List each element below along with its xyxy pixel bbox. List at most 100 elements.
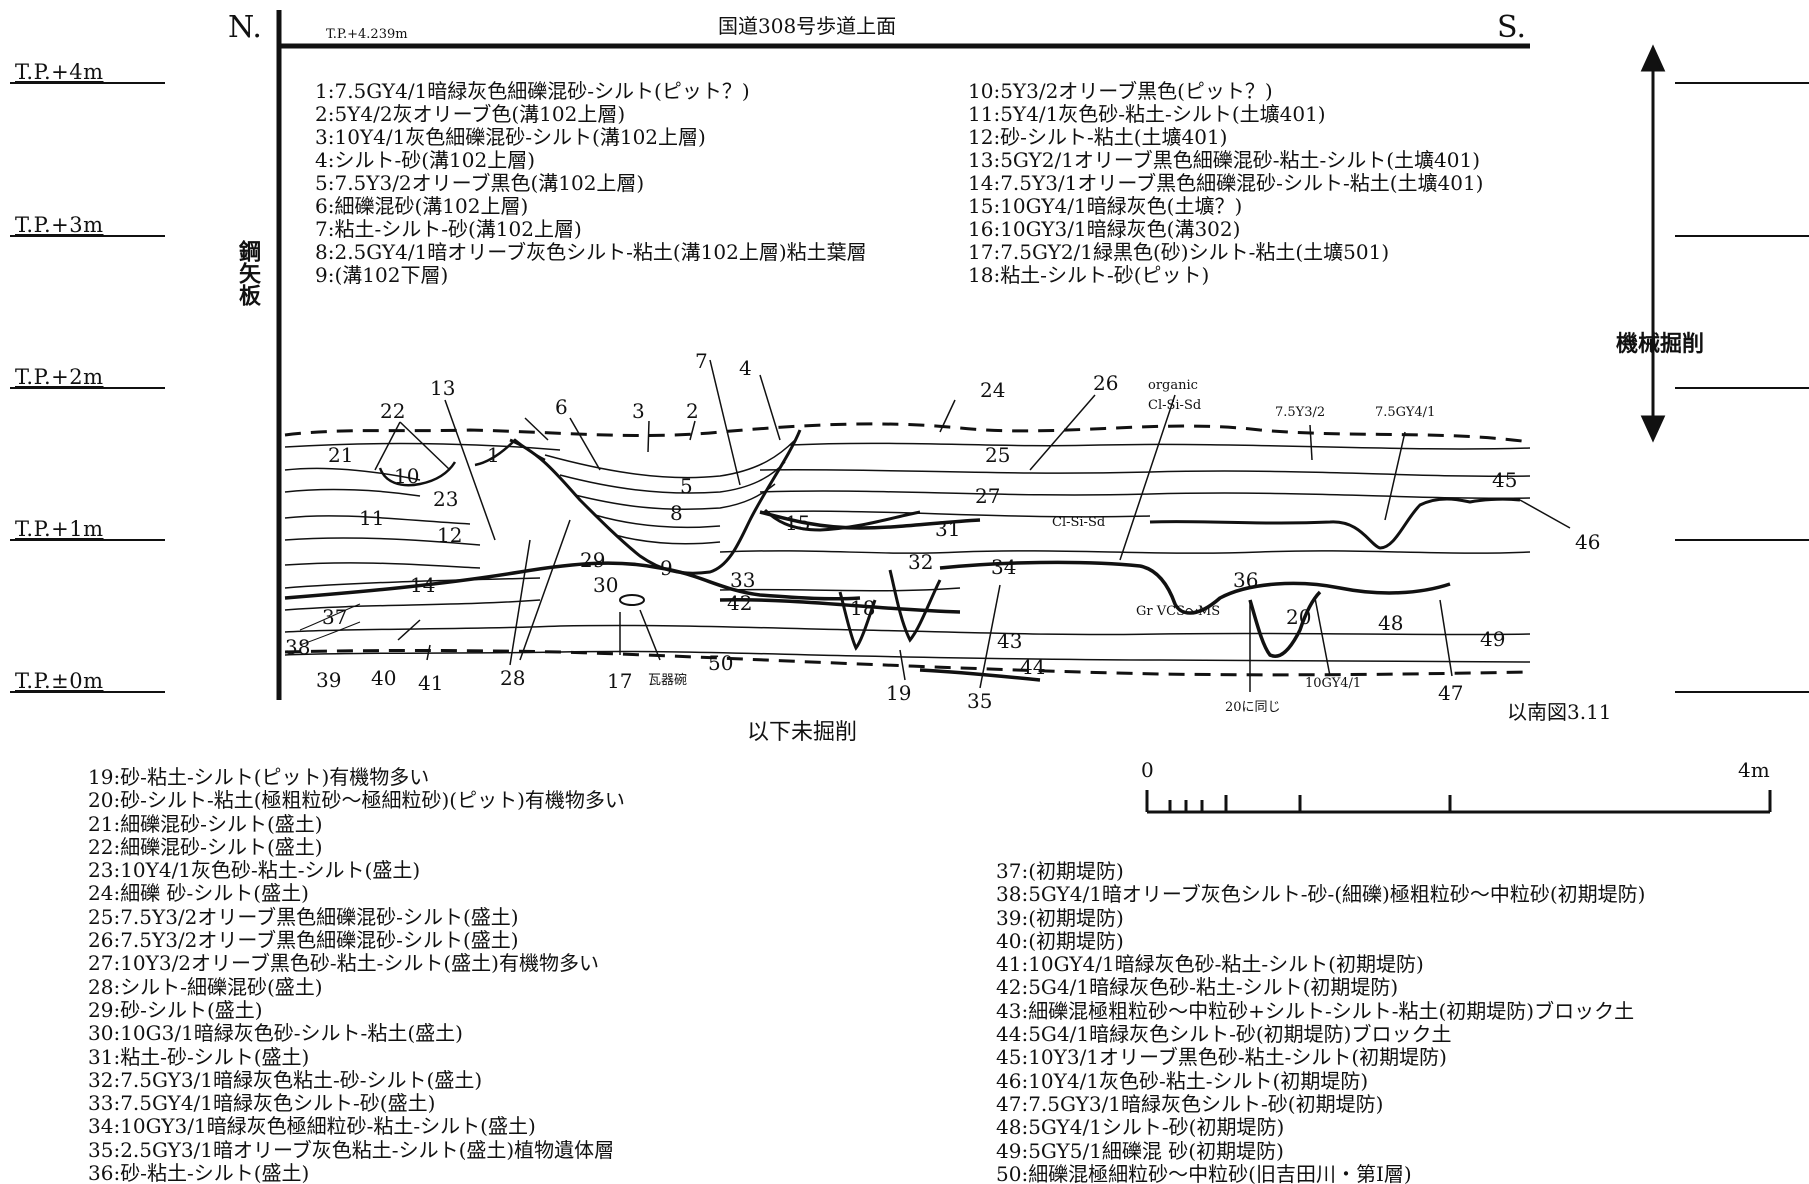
layer-number-8: 8	[670, 501, 683, 525]
layer-number-39: 39	[316, 668, 341, 692]
tp-label-3m: T.P.+3m	[15, 213, 104, 237]
legend-item-45: 45:10Y3/1オリーブ黒色砂-粘土-シルト(初期堤防)	[996, 1045, 1447, 1070]
layer-number-12: 12	[437, 523, 462, 547]
legend-item-18: 18:粘土-シルト-砂(ピット)	[968, 263, 1210, 287]
label-kawarake: 瓦器碗	[648, 673, 688, 688]
layer-number-31: 31	[935, 517, 960, 541]
layer-number-14: 14	[410, 573, 435, 597]
legend-item-12: 12:砂-シルト-粘土(土壙401)	[968, 125, 1228, 149]
legend-item-3: 3:10Y4/1灰色細礫混砂-シルト(溝102上層)	[315, 125, 706, 149]
layer-number-42: 42	[727, 591, 752, 615]
legend-item-8: 8:2.5GY4/1暗オリーブ灰色シルト-粘土(溝102上層)粘土葉層	[315, 240, 867, 264]
layer-number-24: 24	[980, 378, 1005, 402]
layer-number-40: 40	[371, 666, 396, 690]
legend-item-34: 34:10GY3/1暗緑灰色極細粒砂-粘土-シルト(盛土)	[88, 1114, 536, 1139]
tp-label-4m: T.P.+4m	[15, 60, 104, 84]
layer-number-2: 2	[686, 399, 699, 423]
legend-item-47: 47:7.5GY3/1暗緑灰色シルト-砂(初期堤防)	[996, 1091, 1384, 1116]
scale-start-label: 0	[1141, 758, 1154, 782]
layer-number-35: 35	[967, 689, 992, 713]
south-label: S.	[1497, 10, 1527, 45]
legend-item-2: 2:5Y4/2灰オリーブ色(溝102上層)	[315, 102, 626, 126]
legend-item-48: 48:5GY4/1シルト-砂(初期堤防)	[996, 1115, 1285, 1140]
north-label: N.	[228, 10, 262, 45]
layer-number-29: 29	[580, 548, 605, 572]
right-elevation-ticks	[1675, 82, 1809, 693]
layer-number-47: 47	[1438, 681, 1463, 705]
label-organic: organic	[1148, 378, 1198, 393]
layer-number-19: 19	[886, 681, 911, 705]
legend-item-14: 14:7.5Y3/1オリーブ黒色細礫混砂-シルト-粘土(土壙401)	[968, 171, 1484, 195]
legend-lower-right: 37:(初期堤防) 38:5GY4/1暗オリーブ灰色シルト-砂-(細礫)極粗粒砂…	[996, 859, 1645, 1184]
legend-item-31: 31:粘土-砂-シルト(盛土)	[88, 1044, 310, 1069]
legend-item-42: 42:5G4/1暗緑灰色砂-粘土-シルト(初期堤防)	[996, 975, 1399, 1000]
legend-item-29: 29:砂-シルト(盛土)	[88, 997, 263, 1022]
legend-item-32: 32:7.5GY3/1暗緑灰色粘土-砂-シルト(盛土)	[88, 1067, 483, 1092]
layer-number-21: 21	[328, 443, 353, 467]
sheet-pile-label: 鋼矢板	[235, 240, 261, 306]
legend-item-24: 24:細礫 砂-シルト(盛土)	[88, 881, 309, 906]
layer-number-labels: 1234567891011121314151718192021222324252…	[285, 349, 1600, 713]
tp-label-0m: T.P.±0m	[15, 669, 104, 693]
legend-item-19: 19:砂-粘土-シルト(ピット)有機物多い	[88, 765, 430, 789]
legend-item-44: 44:5G4/1暗緑灰色シルト-砂(初期堤防)ブロック土	[996, 1022, 1452, 1047]
section-layers	[284, 359, 1571, 692]
layer-number-15: 15	[785, 511, 810, 535]
legend-item-28: 28:シルト-細礫混砂(盛土)	[88, 974, 323, 999]
legend-item-16: 16:10GY3/1暗緑灰色(溝302)	[968, 217, 1241, 241]
machine-excavation-arrow	[1640, 44, 1666, 443]
legend-item-15: 15:10GY4/1暗緑灰色(土壙？)	[968, 194, 1243, 218]
layer-number-44: 44	[1020, 655, 1045, 679]
legend-item-23: 23:10Y4/1灰色砂-粘土-シルト(盛土)	[88, 858, 421, 883]
legend-item-13: 13:5GY2/1オリーブ黒色細礫混砂-粘土-シルト(土壙401)	[968, 148, 1481, 172]
legend-item-46: 46:10Y4/1灰色砂-粘土-シルト(初期堤防)	[996, 1068, 1369, 1093]
legend-item-7: 7:粘土-シルト-砂(溝102上層)	[315, 217, 582, 241]
layer-number-27: 27	[975, 484, 1000, 508]
legend-item-4: 4:シルト-砂(溝102上層)	[315, 148, 535, 172]
label-color-7-5y3-2: 7.5Y3/2	[1275, 405, 1326, 420]
layer-number-33: 33	[730, 568, 755, 592]
layer-number-50: 50	[708, 651, 733, 675]
legend-item-30: 30:10G3/1暗緑灰色砂-シルト-粘土(盛土)	[88, 1021, 463, 1046]
scale-bar	[1145, 790, 1772, 814]
layer-number-17: 17	[607, 669, 632, 693]
layer-number-49: 49	[1480, 627, 1505, 651]
machine-excavation-label: 機械掘削	[1616, 331, 1705, 357]
legend-upper-left: 1:7.5GY4/1暗緑灰色細礫混砂-シルト(ピット？) 2:5Y4/2灰オリー…	[315, 80, 867, 287]
layer-number-7: 7	[695, 349, 708, 373]
layer-number-34: 34	[991, 555, 1016, 579]
layer-number-38: 38	[285, 635, 310, 659]
scale-end-label: 4m	[1738, 758, 1770, 782]
layer-number-48: 48	[1378, 611, 1403, 635]
legend-item-5: 5:7.5Y3/2オリーブ黒色(溝102上層)	[315, 171, 645, 195]
upper-dashed-boundary	[284, 422, 1531, 444]
legend-item-35: 35:2.5GY3/1暗オリーブ灰色粘土-シルト(盛土)植物遺体層	[88, 1137, 615, 1162]
legend-item-50: 50:細礫混極細粒砂～中粒砂(旧吉田川・第Ⅰ層)	[996, 1161, 1412, 1184]
label-cl-si-sd-top: Cl-Si-Sd	[1148, 398, 1202, 413]
legend-item-17: 17:7.5GY2/1緑黒色(砂)シルト-粘土(土壙501)	[968, 240, 1390, 264]
layer-number-18: 18	[850, 596, 875, 620]
legend-item-27: 27:10Y3/2オリーブ黒色砂-粘土-シルト(盛土)有機物多い	[88, 951, 599, 976]
legend-item-1: 1:7.5GY4/1暗緑灰色細礫混砂-シルト(ピット？)	[315, 79, 750, 103]
layer-number-9: 9	[660, 556, 673, 580]
label-cl-si-sd-mid: Cl-Si-Sd	[1052, 515, 1106, 530]
layer-number-32: 32	[908, 550, 933, 574]
layer-number-30: 30	[593, 573, 618, 597]
layer-number-13: 13	[430, 376, 455, 400]
legend-item-26: 26:7.5Y3/2オリーブ黒色細礫混砂-シルト(盛土)	[88, 928, 519, 953]
legend-item-43: 43:細礫混極粗粒砂～中粒砂+シルト-シルト-粘土(初期堤防)ブロック土	[996, 998, 1635, 1023]
layer-number-5: 5	[680, 474, 693, 498]
layer-number-23: 23	[433, 487, 458, 511]
layer-number-1: 1	[487, 443, 500, 467]
layer-number-41: 41	[418, 671, 443, 695]
layer-number-10: 10	[394, 464, 419, 488]
legend-item-49: 49:5GY5/1細礫混 砂(初期堤防)	[996, 1138, 1284, 1163]
legend-upper-right: 10:5Y3/2オリーブ黒色(ピット？) 11:5Y4/1灰色砂-粘土-シルト(…	[968, 80, 1483, 287]
layer-number-3: 3	[632, 399, 645, 423]
label-color-7-5gy4-1: 7.5GY4/1	[1375, 405, 1436, 420]
layer-number-45: 45	[1492, 468, 1517, 492]
road-surface-label: 国道308号歩道上面	[718, 14, 897, 38]
layer-number-43: 43	[997, 629, 1022, 653]
layer-number-36: 36	[1233, 568, 1258, 592]
